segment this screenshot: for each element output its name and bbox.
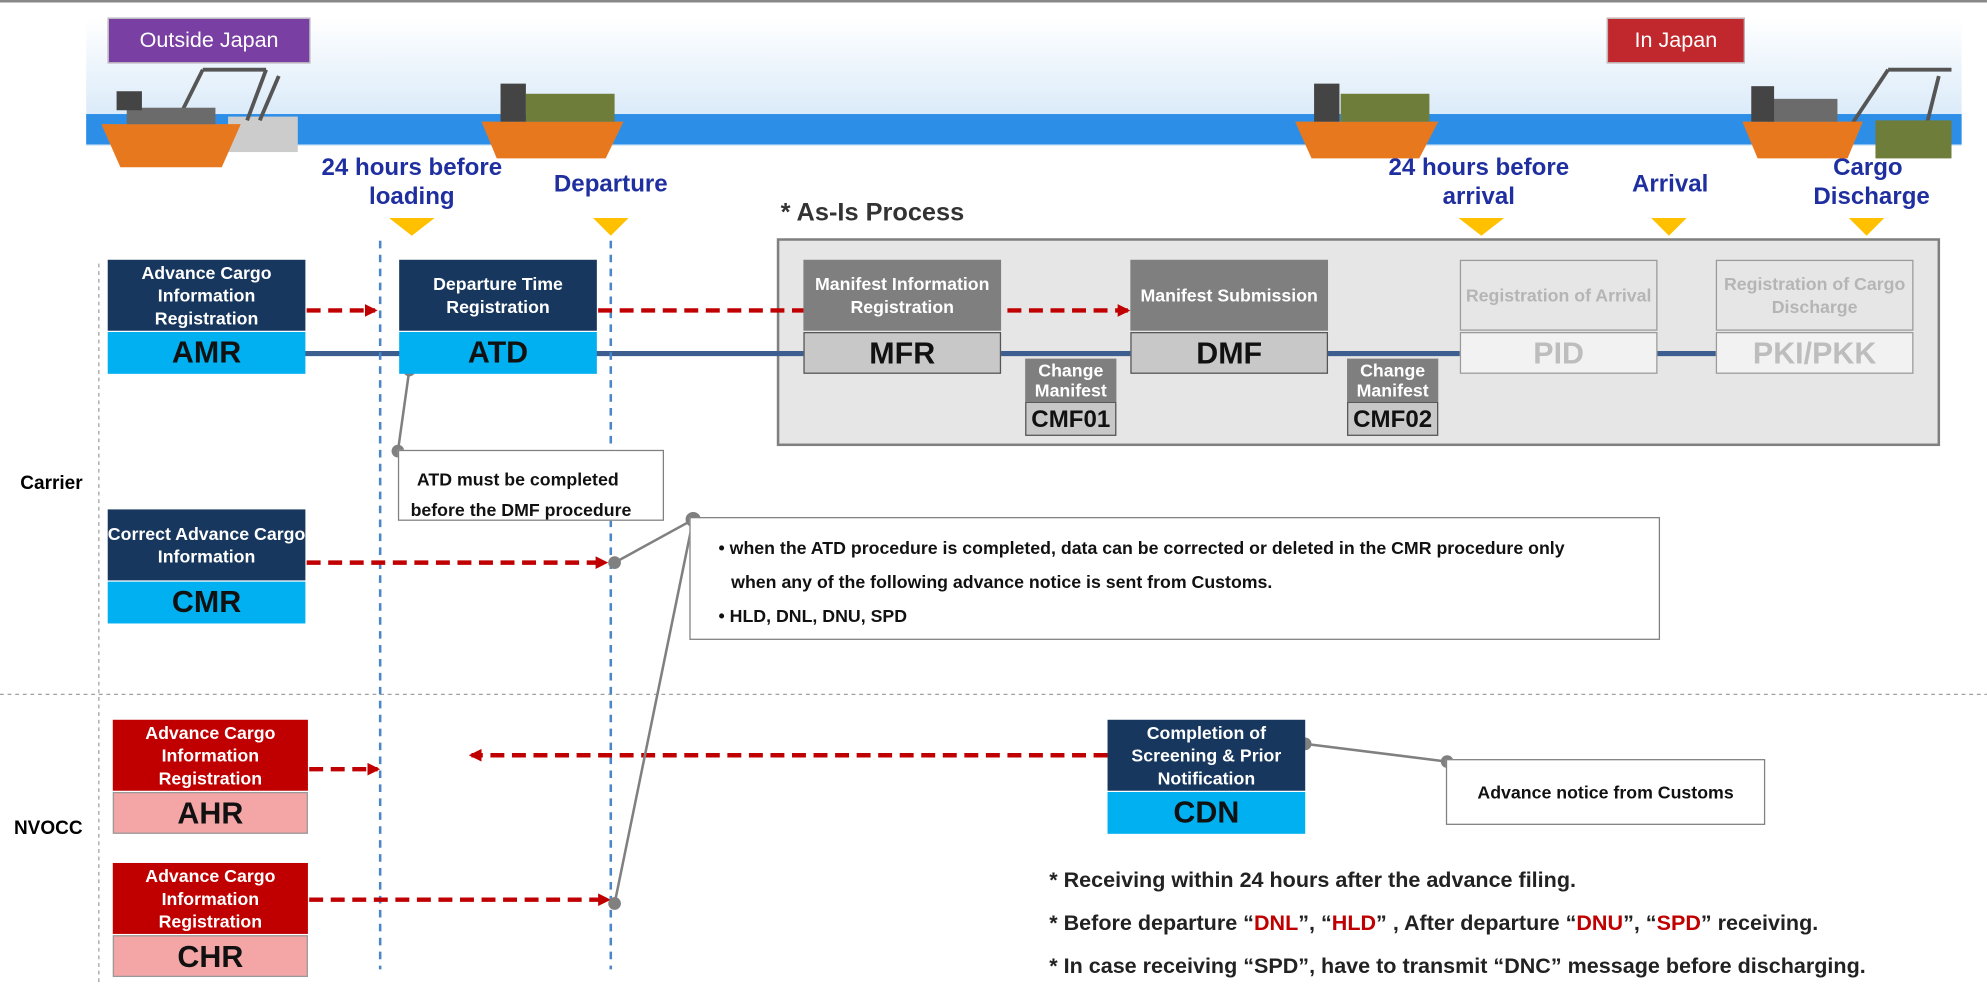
cmr-code: CMR bbox=[107, 581, 306, 624]
callout-connector-chr bbox=[613, 519, 695, 904]
timeline-marker-discharge bbox=[1848, 217, 1885, 236]
timeline-marker-loading bbox=[389, 217, 435, 236]
asis-title: * As-Is Process bbox=[780, 198, 965, 227]
atd-title: Departure Time Registration bbox=[399, 259, 597, 331]
cmf01-title: Change Manifest bbox=[1025, 358, 1117, 402]
footnote-3: * In case receiving “SPD”, have to trans… bbox=[1049, 954, 1866, 979]
atd-code: ATD bbox=[399, 332, 597, 374]
cargo-ship-icon-arrival bbox=[1295, 83, 1439, 159]
cmf01-code: CMF01 bbox=[1025, 401, 1117, 436]
in-japan-badge: In Japan bbox=[1606, 17, 1745, 64]
pid-title: Registration of Arrival bbox=[1459, 259, 1658, 331]
footnote-2-part-b: ”, “ bbox=[1298, 911, 1332, 936]
amr-code: AMR bbox=[107, 332, 306, 374]
customs-callout-note: Advance notice from Customs bbox=[1445, 759, 1766, 825]
callout-connector-cdn bbox=[1305, 742, 1448, 763]
atd-note-line-1: ATD must be completed bbox=[416, 468, 619, 490]
footnote-2-part-c: ” , After departure “ bbox=[1376, 911, 1577, 936]
callout-dot-chr bbox=[608, 897, 621, 910]
timeline-marker-before-arrival bbox=[1458, 217, 1505, 236]
callout-connector-atd bbox=[396, 369, 411, 452]
sea-band bbox=[86, 114, 1962, 145]
ahr-code: AHR bbox=[112, 792, 308, 834]
cmr-note-line-2: when any of the following advance notice… bbox=[731, 571, 1273, 592]
timeline-label-before-arrival: 24 hours before arrival bbox=[1388, 154, 1570, 211]
cmr-title: Correct Advance Cargo Information bbox=[107, 509, 306, 581]
amr-title: Advance Cargo Information Registration bbox=[107, 259, 306, 331]
lane-label-nvocc: NVOCC bbox=[13, 817, 83, 839]
outside-japan-badge: Outside Japan bbox=[107, 17, 311, 64]
cdn-title: Completion of Screening & Prior Notifica… bbox=[1107, 719, 1306, 791]
timeline-marker-arrival bbox=[1651, 217, 1687, 236]
dmf-code: DMF bbox=[1130, 332, 1329, 374]
footnote-2-part-a: * Before departure “ bbox=[1049, 911, 1254, 936]
timeline-label-loading: 24 hours before loading bbox=[321, 154, 503, 211]
atd-callout-note: ATD must be completed before the DMF pro… bbox=[397, 449, 665, 521]
dmf-title: Manifest Submission bbox=[1130, 259, 1329, 331]
timeline-label-discharge: Cargo Discharge bbox=[1813, 154, 1930, 211]
ahr-title: Advance Cargo Information Registration bbox=[112, 719, 308, 791]
pkk-title: Registration of Cargo Discharge bbox=[1715, 259, 1914, 331]
pkk-code: PKI/PKK bbox=[1715, 332, 1914, 374]
mfr-title: Manifest Information Registration bbox=[803, 259, 1002, 331]
chr-code: CHR bbox=[112, 935, 308, 978]
footnote-1: * Receiving within 24 hours after the ad… bbox=[1049, 868, 1576, 893]
callout-connector-cmr bbox=[613, 518, 694, 564]
pid-code: PID bbox=[1459, 332, 1658, 374]
code-hld: HLD bbox=[1331, 911, 1377, 936]
footnote-2: * Before departure “DNL”, “HLD” , After … bbox=[1049, 911, 1818, 936]
cmr-callout-note: • when the ATD procedure is completed, d… bbox=[689, 517, 1661, 640]
timeline-label-arrival: Arrival bbox=[1632, 171, 1709, 198]
cmf02-code: CMF02 bbox=[1347, 401, 1439, 436]
cmr-note-line-3: • HLD, DNL, DNU, SPD bbox=[718, 605, 908, 626]
port-crane-ship-icon-right bbox=[1742, 67, 1952, 159]
port-crane-ship-icon-left bbox=[101, 67, 298, 168]
timeline-label-departure: Departure bbox=[553, 171, 668, 198]
code-dnl: DNL bbox=[1253, 911, 1299, 936]
footnote-2-part-d: ”, “ bbox=[1623, 911, 1657, 936]
callout-dot-cmr bbox=[608, 556, 621, 569]
footnote-2-part-e: ” receiving. bbox=[1700, 911, 1819, 936]
cmf02-title: Change Manifest bbox=[1347, 358, 1439, 402]
atd-note-line-2: before the DMF procedure bbox=[410, 499, 632, 520]
code-dnu: DNU bbox=[1576, 911, 1624, 936]
cargo-ship-icon-departure bbox=[481, 83, 624, 159]
code-spd: SPD bbox=[1656, 911, 1701, 936]
lane-label-carrier: Carrier bbox=[20, 472, 83, 495]
chr-title: Advance Cargo Information Registration bbox=[112, 862, 308, 934]
cdn-code: CDN bbox=[1107, 792, 1306, 834]
cmr-note-line-1: • when the ATD procedure is completed, d… bbox=[718, 537, 1565, 558]
mfr-code: MFR bbox=[803, 332, 1002, 374]
timeline-marker-departure bbox=[593, 217, 629, 236]
